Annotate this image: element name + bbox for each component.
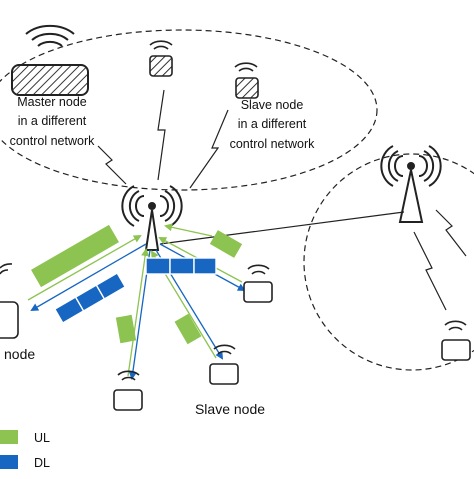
- ul-arrow: [127, 248, 150, 377]
- control-device-2: [234, 62, 259, 99]
- device-bottom-center: [209, 344, 239, 385]
- lightning-link-icon: [97, 145, 127, 185]
- control-device-1: [149, 40, 173, 77]
- svg-text:in a different: in a different: [238, 117, 307, 131]
- wifi-signal-icon: [444, 320, 467, 331]
- bottom-slave-node-label: Slave node: [195, 401, 265, 417]
- wifi-signal-icon: [213, 344, 236, 355]
- master-node: [11, 24, 89, 96]
- device-box-icon: [243, 281, 273, 303]
- wifi-signal-icon: [25, 24, 75, 47]
- dl-arrow: [30, 243, 147, 312]
- ul-arrow: [27, 235, 142, 301]
- remote-device: [441, 320, 471, 361]
- lightning-link-icon: [157, 89, 166, 181]
- antenna-tower-icon: [380, 145, 442, 223]
- ul-arrow: [164, 223, 213, 237]
- svg-text:in a different: in a different: [18, 114, 87, 128]
- dl-block-group-left: [53, 272, 127, 324]
- master-node-label: Master node in a different control netwo…: [10, 95, 96, 148]
- ul-block: [174, 313, 202, 345]
- left-node-label: node: [4, 346, 35, 362]
- legend-dl-label: DL: [34, 456, 50, 470]
- base-station: [121, 185, 183, 251]
- legend: UL DL: [0, 430, 50, 470]
- device-bottom-left: [113, 370, 143, 411]
- legend-ul-swatch: [0, 430, 18, 444]
- device-right: [243, 264, 273, 303]
- control-network-ellipse: [0, 29, 378, 191]
- antenna-tower-icon: [121, 185, 183, 251]
- svg-text:control network: control network: [10, 134, 96, 148]
- master-device-icon: [11, 64, 89, 96]
- device-box-icon: [0, 301, 19, 339]
- svg-text:Master node: Master node: [17, 95, 87, 109]
- device-box-icon: [209, 363, 239, 385]
- wifi-signal-icon: [0, 263, 13, 275]
- device-box-icon: [235, 77, 259, 99]
- ul-block-group-left: [31, 224, 119, 288]
- legend-dl-swatch: [0, 455, 18, 469]
- legend-ul-label: UL: [34, 431, 50, 445]
- slave-node-label: Slave node in a different control networ…: [230, 98, 316, 151]
- wifi-signal-icon: [234, 62, 258, 72]
- lightning-link-icon: [189, 109, 229, 189]
- backhaul-link: [159, 211, 405, 245]
- svg-text:Slave node: Slave node: [241, 98, 304, 112]
- ul-block: [115, 314, 137, 344]
- remote-base-station: [380, 145, 442, 223]
- lightning-link-icon: [435, 209, 467, 257]
- svg-text:control network: control network: [230, 137, 316, 151]
- dl-block-group-center: [145, 257, 217, 275]
- ul-block: [209, 230, 243, 258]
- lightning-link-icon: [413, 231, 447, 311]
- device-left: [0, 263, 19, 339]
- wifi-signal-icon: [247, 264, 270, 275]
- wifi-signal-icon: [117, 370, 140, 381]
- wifi-signal-icon: [149, 40, 173, 50]
- device-box-icon: [113, 389, 143, 411]
- remote-cell-ellipse: [303, 153, 474, 371]
- device-box-icon: [441, 339, 471, 361]
- device-box-icon: [149, 55, 173, 77]
